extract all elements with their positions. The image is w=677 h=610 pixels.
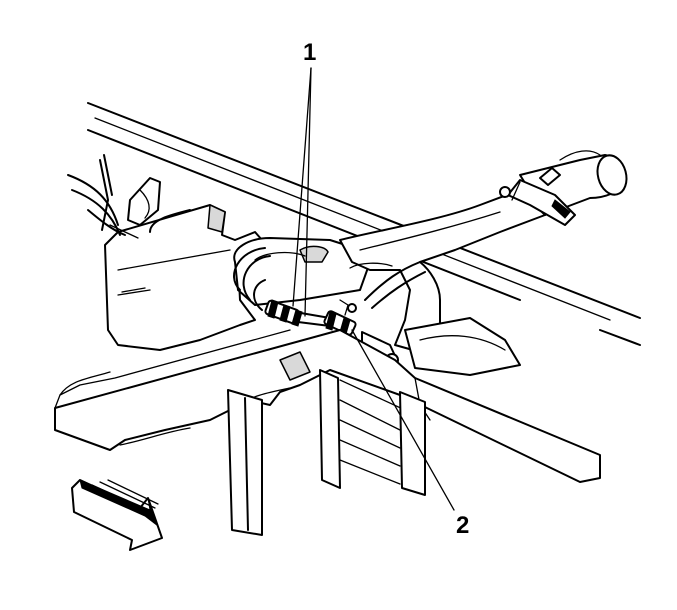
filler-neck-hose	[499, 150, 628, 226]
frame-rail-upper	[87, 102, 641, 346]
frame-bracket-lower	[227, 351, 426, 536]
fuel-fill-pipe	[339, 189, 546, 376]
fuel-lines	[233, 247, 426, 327]
front-direction-arrow	[71, 479, 163, 551]
callout-1-label: 1	[303, 39, 316, 66]
callout-2-label: 2	[456, 512, 469, 539]
callout-leaders	[292, 67, 455, 511]
wire-harness-left	[67, 154, 161, 239]
evap-canister	[233, 237, 371, 306]
